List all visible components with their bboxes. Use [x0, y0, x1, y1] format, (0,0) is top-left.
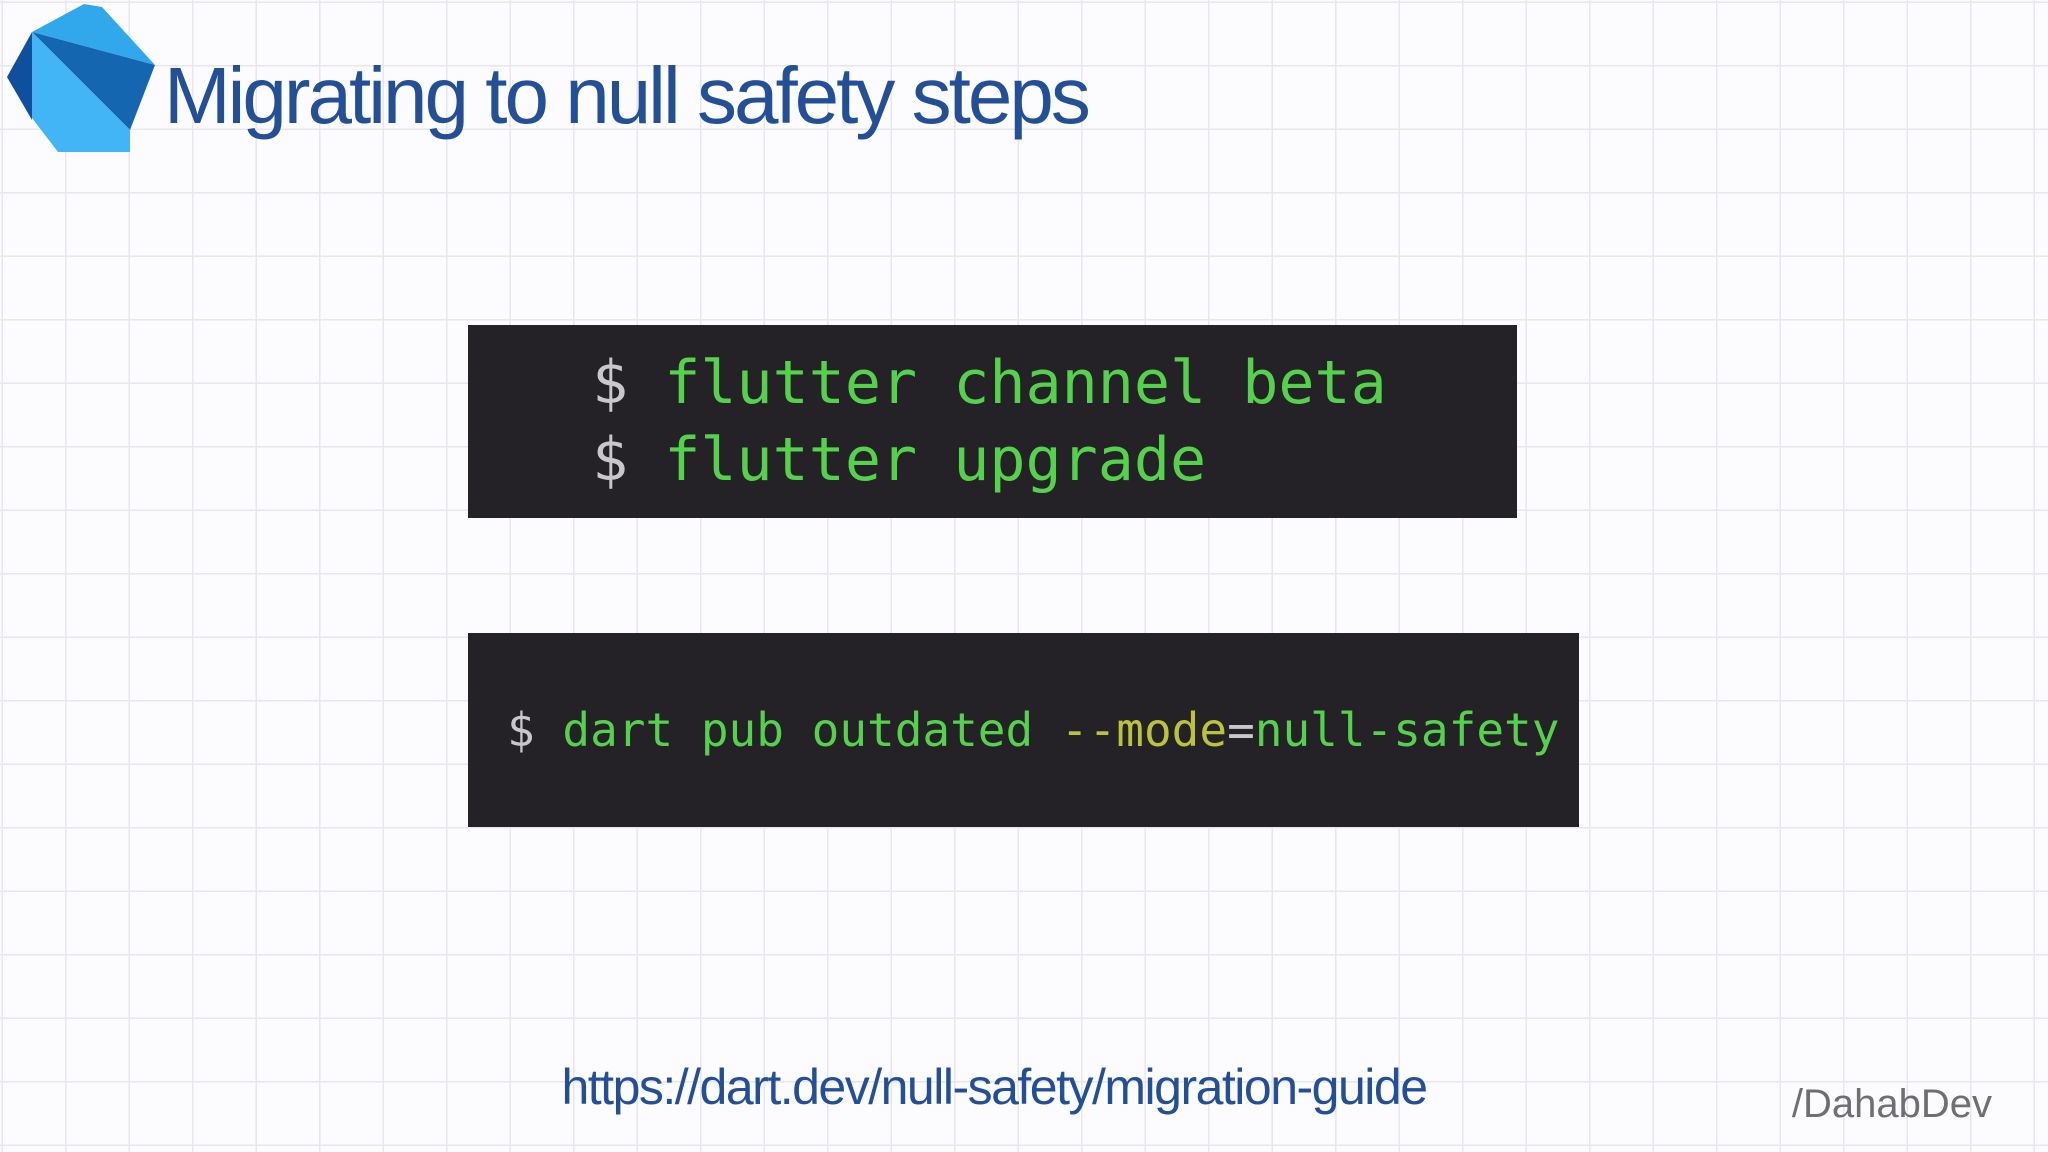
- dart-logo-top-facet: [32, 4, 155, 65]
- command-text: flutter channel beta: [664, 347, 1387, 418]
- shell-prompt: $: [507, 703, 563, 757]
- dart-logo: [7, 4, 155, 152]
- command-text: dart pub outdated: [562, 703, 1061, 757]
- dart-logo-diagonal-facet: [32, 32, 155, 130]
- terminal-block-flutter-commands: $ flutter channel beta$ flutter upgrade: [468, 325, 1517, 518]
- page-title: Migrating to null safety steps: [164, 51, 1091, 140]
- watermark-handle: /DahabDev: [1791, 1082, 1992, 1126]
- shell-prompt: $: [592, 424, 665, 495]
- shell-prompt: $: [592, 347, 665, 418]
- terminal-line: $ flutter channel beta: [592, 345, 1517, 422]
- migration-guide-url[interactable]: https://dart.dev/null-safety/migration-g…: [561, 1059, 1428, 1115]
- flag-text: --mode: [1060, 703, 1228, 757]
- dart-logo-left-facet: [7, 32, 32, 120]
- terminal-block-dart-pub-outdated: $ dart pub outdated --mode=null-safety: [468, 633, 1579, 827]
- dart-logo-body-facet: [32, 32, 130, 152]
- operator-text: =: [1227, 703, 1255, 757]
- command-text: flutter upgrade: [664, 424, 1207, 495]
- terminal-line: $ dart pub outdated --mode=null-safety: [507, 701, 1579, 759]
- terminal-line: $ flutter upgrade: [592, 422, 1517, 499]
- command-text: null-safety: [1254, 703, 1560, 757]
